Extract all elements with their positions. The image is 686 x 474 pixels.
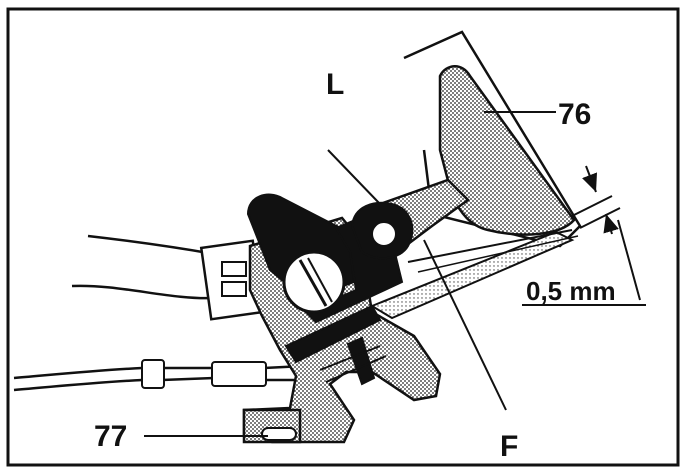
label-76: 76 (558, 98, 591, 131)
label-dimension: 0,5 mm (526, 276, 616, 306)
dimension-marker (522, 165, 646, 306)
label-F: F (500, 430, 518, 463)
spring-leaf (369, 230, 575, 320)
cable-connector (141, 239, 267, 389)
pivot-lug (350, 201, 414, 260)
lower-clamp (284, 304, 382, 364)
part-77-slotted-foot (242, 408, 302, 444)
part-76-plate (438, 65, 576, 236)
leader-lines (144, 111, 556, 437)
label-L: L (326, 68, 344, 101)
latch-lever (346, 336, 376, 386)
adjusting-screw (282, 250, 346, 314)
label-77: 77 (94, 420, 127, 453)
